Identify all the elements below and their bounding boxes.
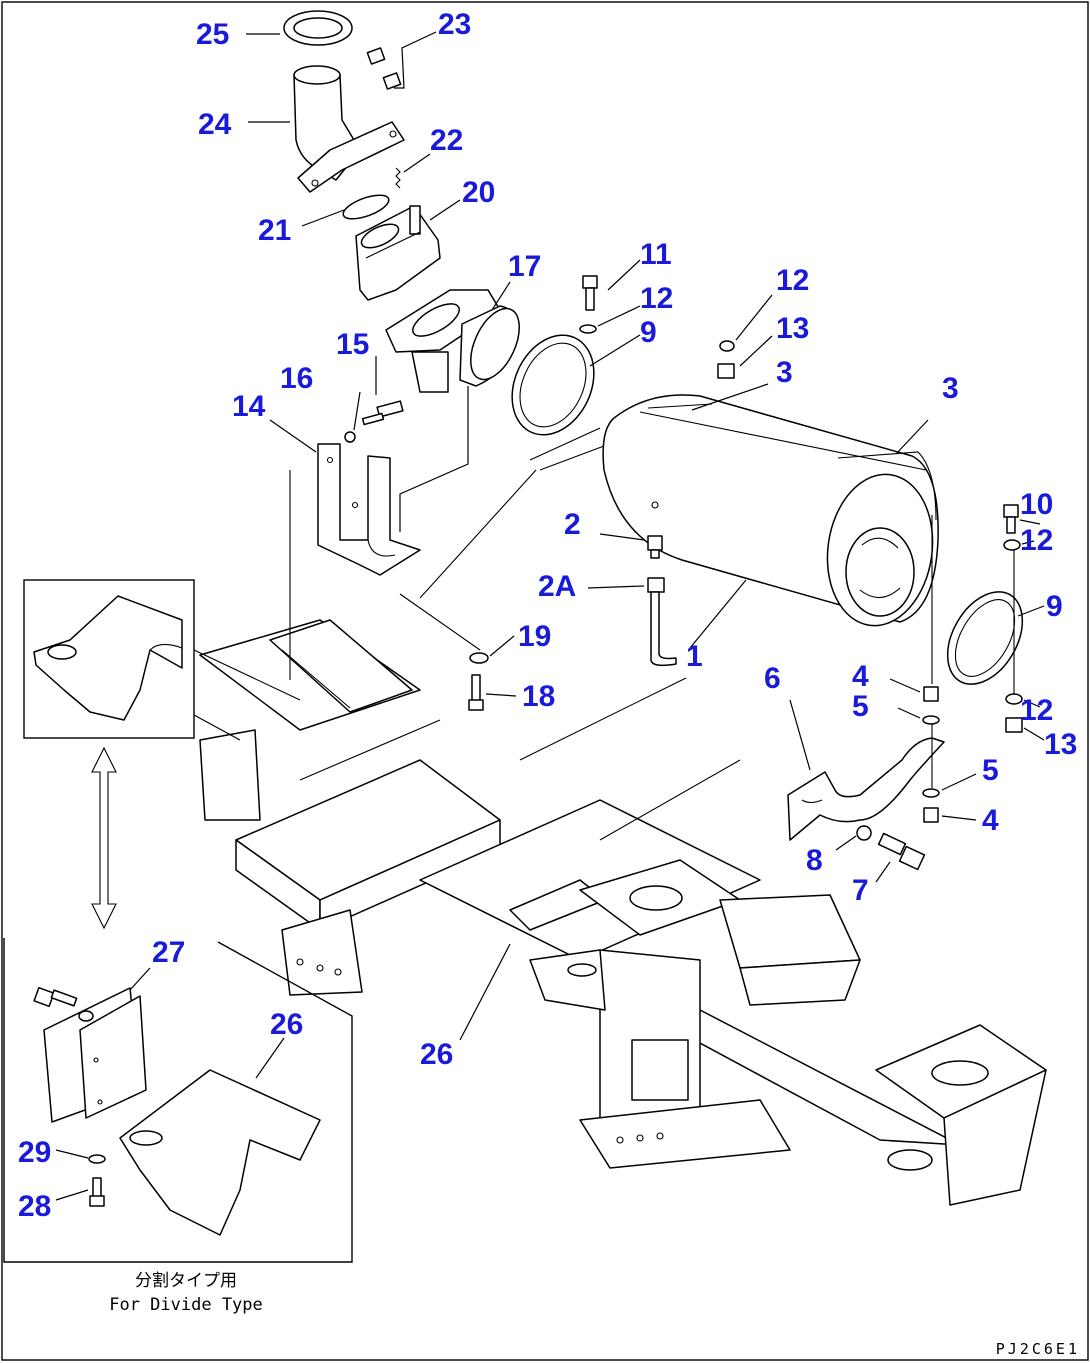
part-6-saddle-bracket [787,737,945,841]
inset-caption-japanese: 分割タイプ用 [135,1271,237,1291]
part-22-small-bolt [395,167,401,189]
part-13-nut-upper [717,363,735,379]
part-14-bracket [317,443,421,576]
part-21-oring [342,194,390,220]
label-9-a: 9 [640,316,657,349]
label-6: 6 [764,662,781,695]
part-2-fitting [647,535,663,559]
part-5-washer-upper [922,715,940,725]
main-frame [199,619,1047,1206]
part-13-nut-right [1005,717,1023,733]
label-25: 25 [196,18,229,51]
part-5-washer-lower [922,788,940,798]
label-5-a: 5 [852,690,869,723]
part-9-clamp-band-right [946,591,1024,685]
part-labels: 25 23 24 22 20 21 17 11 12 9 12 13 3 3 1… [18,8,1077,1223]
label-8: 8 [806,844,823,877]
label-14: 14 [232,390,266,423]
label-13-b: 13 [1044,728,1077,761]
part-20-flange-adapter [355,205,441,301]
inset-detail-upper [23,579,195,739]
label-4-a: 4 [852,660,869,693]
part-4-nut-upper [923,686,939,702]
label-12-d: 12 [1020,694,1053,727]
part-17-pipe-adapter [385,289,520,393]
label-10: 10 [1020,488,1053,521]
part-10-bolt [1003,504,1019,534]
interchange-arrow [91,746,117,930]
label-26-main: 26 [420,1038,453,1071]
label-19: 19 [518,620,551,653]
part-7-bolt [877,832,926,871]
part-19-washer [469,652,489,664]
label-20: 20 [462,176,495,209]
inset-divide-type [3,938,353,1263]
label-16: 16 [280,362,313,395]
label-23: 23 [438,8,471,41]
part-12-washer-right-top [1003,539,1021,551]
label-7: 7 [852,874,869,907]
label-17: 17 [508,250,541,283]
label-5-b: 5 [982,754,999,787]
part-15-bolt [361,400,404,426]
label-3-a: 3 [776,356,793,389]
label-29: 29 [18,1136,51,1169]
label-4-b: 4 [982,804,999,837]
part-12-washer-upper-left [579,324,597,334]
inset-caption-english: For Divide Type [109,1295,263,1315]
label-2: 2 [564,508,581,541]
label-12-c: 12 [1020,524,1053,557]
part-24-exhaust-elbow [293,65,405,193]
label-22: 22 [430,124,463,157]
label-3-b: 3 [942,372,959,405]
leader-lines [55,31,1045,1201]
part-2a-tube [647,577,677,667]
part-3-straps [647,403,937,521]
part-9-clamp-band-upper [511,334,595,436]
part-1-muffler [602,394,939,627]
label-12-a: 12 [640,282,673,315]
part-8-washer [856,825,872,841]
label-15: 15 [336,328,369,361]
label-9-b: 9 [1046,590,1063,623]
part-4-nut-lower [923,807,939,823]
label-1: 1 [686,640,703,673]
label-18: 18 [522,680,555,713]
part-11-bolt [582,275,598,311]
label-13-a: 13 [776,312,809,345]
part-16-washer [344,431,356,443]
label-26-inset: 26 [270,1008,303,1041]
label-11: 11 [640,238,672,271]
label-2a: 2A [538,570,576,603]
part-12-washer-upper-right [719,340,735,352]
label-21: 21 [258,214,291,247]
part-18-bolt [468,674,484,711]
label-24: 24 [198,108,232,141]
label-12-b: 12 [776,264,809,297]
label-27: 27 [152,936,185,969]
label-28: 28 [18,1190,51,1223]
drawing-code: PJ2C6E1 [996,1340,1080,1358]
part-23-bolts [366,47,402,90]
part-25-gasket [283,10,353,46]
